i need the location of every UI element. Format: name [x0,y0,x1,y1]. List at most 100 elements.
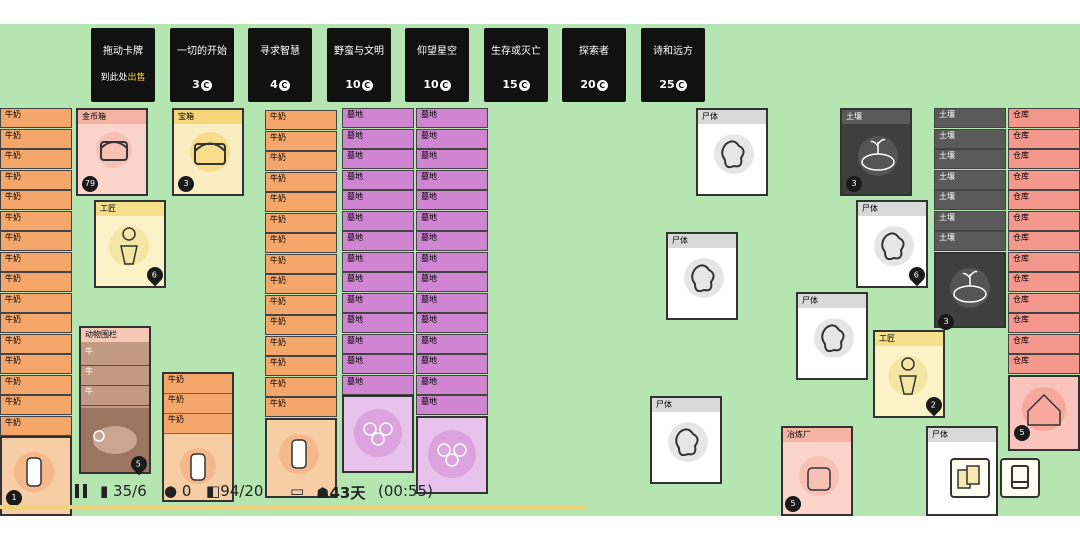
graveyard-strip[interactable]: 墓地 [342,169,414,190]
warehouse-strip[interactable]: 仓库 [1008,108,1080,128]
graveyard-strip[interactable]: 墓地 [342,210,414,231]
milk-strip[interactable]: 牛奶 [0,108,72,128]
warehouse-strip[interactable]: 仓库 [1008,292,1080,313]
sell-zone[interactable]: 拖动卡牌 到此处出售 [91,28,155,102]
milk-strip[interactable]: 牛奶 [265,253,337,274]
graveyard-strip[interactable]: 墓地 [342,231,414,251]
warehouse-strip[interactable]: 仓库 [1008,169,1080,190]
milk-strip[interactable]: 牛奶 [265,233,337,253]
milk-strip[interactable]: 牛奶 [0,169,72,190]
milk-strip[interactable]: 牛奶 [0,210,72,231]
warehouse-strip[interactable]: 仓库 [1008,190,1080,210]
graveyard-strip[interactable]: 墓地 [416,190,488,210]
milk-strip[interactable]: 牛奶 [265,192,337,212]
warehouse-strip[interactable]: 仓库 [1008,333,1080,354]
graveyard-strip[interactable]: 墓地 [416,169,488,190]
corpse-card[interactable]: 尸体 6 [856,200,929,288]
animal-pen-card[interactable]: 动物围栏 牛 牛 牛 5 [79,326,151,476]
milk-strip[interactable]: 牛奶 [265,335,337,356]
graveyard-strip[interactable]: 墓地 [342,354,414,374]
warehouse-strip[interactable]: 仓库 [1008,149,1080,169]
milk-strip[interactable]: 牛奶 [265,294,337,315]
graveyard-strip[interactable]: 墓地 [416,108,488,128]
pause-button[interactable] [72,482,90,504]
soil-strip[interactable]: 土壤 [934,190,1006,210]
milk-strip[interactable]: 牛奶 [0,354,72,374]
craftsman-card[interactable]: 工匠 6 [94,200,167,288]
graveyard-strip[interactable]: 墓地 [416,395,488,415]
corpse-card[interactable]: 尸体 [666,232,738,320]
warehouse-strip[interactable]: 仓库 [1008,231,1080,251]
warehouse-strip[interactable]: 仓库 [1008,128,1080,149]
corpse-card[interactable]: 尸体 [696,108,768,196]
milk-strip[interactable]: 牛奶 [0,395,72,415]
milk-strip[interactable]: 牛奶 [0,231,72,251]
milk-strip[interactable]: 牛奶 [265,274,337,294]
graveyard-strip[interactable]: 墓地 [342,108,414,128]
graveyard-strip[interactable]: 墓地 [342,292,414,313]
milk-strip[interactable]: 牛奶 [0,272,72,292]
soil-strip[interactable]: 土壤 [934,169,1006,190]
soil-strip[interactable]: 土壤 [934,149,1006,169]
graveyard-strip[interactable]: 墓地 [416,149,488,169]
milk-strip[interactable]: 牛奶 [265,171,337,192]
corpse-card[interactable]: 尸体 [796,292,868,380]
smelter-card[interactable]: 冶炼厂 5 [781,426,853,516]
milk-strip[interactable]: 牛奶 [265,110,337,130]
warehouse-strip[interactable]: 仓库 [1008,251,1080,272]
soil-strip[interactable]: 土壤 [934,231,1006,251]
warehouse-strip[interactable]: 仓库 [1008,210,1080,231]
graveyard-strip[interactable]: 墓地 [416,251,488,272]
graveyard-strip[interactable]: 墓地 [342,128,414,149]
graveyard-body[interactable] [342,395,414,473]
craftsman-card[interactable]: 工匠 2 [873,330,946,418]
menu-button[interactable] [1000,458,1040,498]
milk-strip[interactable]: 牛奶 [0,333,72,354]
graveyard-strip[interactable]: 墓地 [416,374,488,395]
milk-strip[interactable]: 牛奶 [0,128,72,149]
warehouse-strip[interactable]: 仓库 [1008,313,1080,333]
milk-strip[interactable]: 牛奶 [0,190,72,210]
warehouse-strip[interactable]: 仓库 [1008,354,1080,374]
soil-strip[interactable]: 土壤 [934,210,1006,231]
graveyard-strip[interactable]: 墓地 [416,231,488,251]
milk-strip[interactable]: 牛奶 [265,356,337,376]
milk-strip[interactable]: 牛奶 [265,376,337,397]
milk-strip[interactable]: 牛奶 [0,292,72,313]
graveyard-strip[interactable]: 墓地 [342,251,414,272]
graveyard-strip[interactable]: 墓地 [342,190,414,210]
milk-stack-card[interactable]: 牛奶 牛奶 牛奶 [162,372,234,502]
treasure-chest-card[interactable]: 宝箱 3 [172,108,244,196]
card-list-button[interactable] [950,458,990,498]
coin-chest-card[interactable]: 金币箱 79 [76,108,148,196]
milk-strip[interactable]: 牛奶 [0,374,72,395]
graveyard-strip[interactable]: 墓地 [416,210,488,231]
milk-strip[interactable]: 牛奶 [0,149,72,169]
milk-strip[interactable]: 牛奶 [265,212,337,233]
soil-strip[interactable]: 土壤 [934,128,1006,149]
graveyard-strip[interactable]: 墓地 [416,292,488,313]
corpse-card[interactable]: 尸体 [650,396,722,484]
milk-strip[interactable]: 牛奶 [0,313,72,333]
soil-strip[interactable]: 土壤 [934,108,1006,128]
graveyard-strip[interactable]: 墓地 [416,313,488,333]
graveyard-strip[interactable]: 墓地 [416,272,488,292]
milk-strip[interactable]: 牛奶 [0,415,72,436]
milk-strip[interactable]: 牛奶 [0,251,72,272]
milk-strip[interactable]: 牛奶 [265,315,337,335]
graveyard-strip[interactable]: 墓地 [416,354,488,374]
graveyard-strip[interactable]: 墓地 [342,374,414,395]
graveyard-strip[interactable]: 墓地 [416,128,488,149]
graveyard-strip[interactable]: 墓地 [342,313,414,333]
soil-card[interactable]: 土壤 3 [840,108,912,196]
warehouse-strip[interactable]: 仓库 [1008,272,1080,292]
graveyard-strip[interactable]: 墓地 [342,272,414,292]
milk-strip[interactable]: 牛奶 [265,130,337,151]
